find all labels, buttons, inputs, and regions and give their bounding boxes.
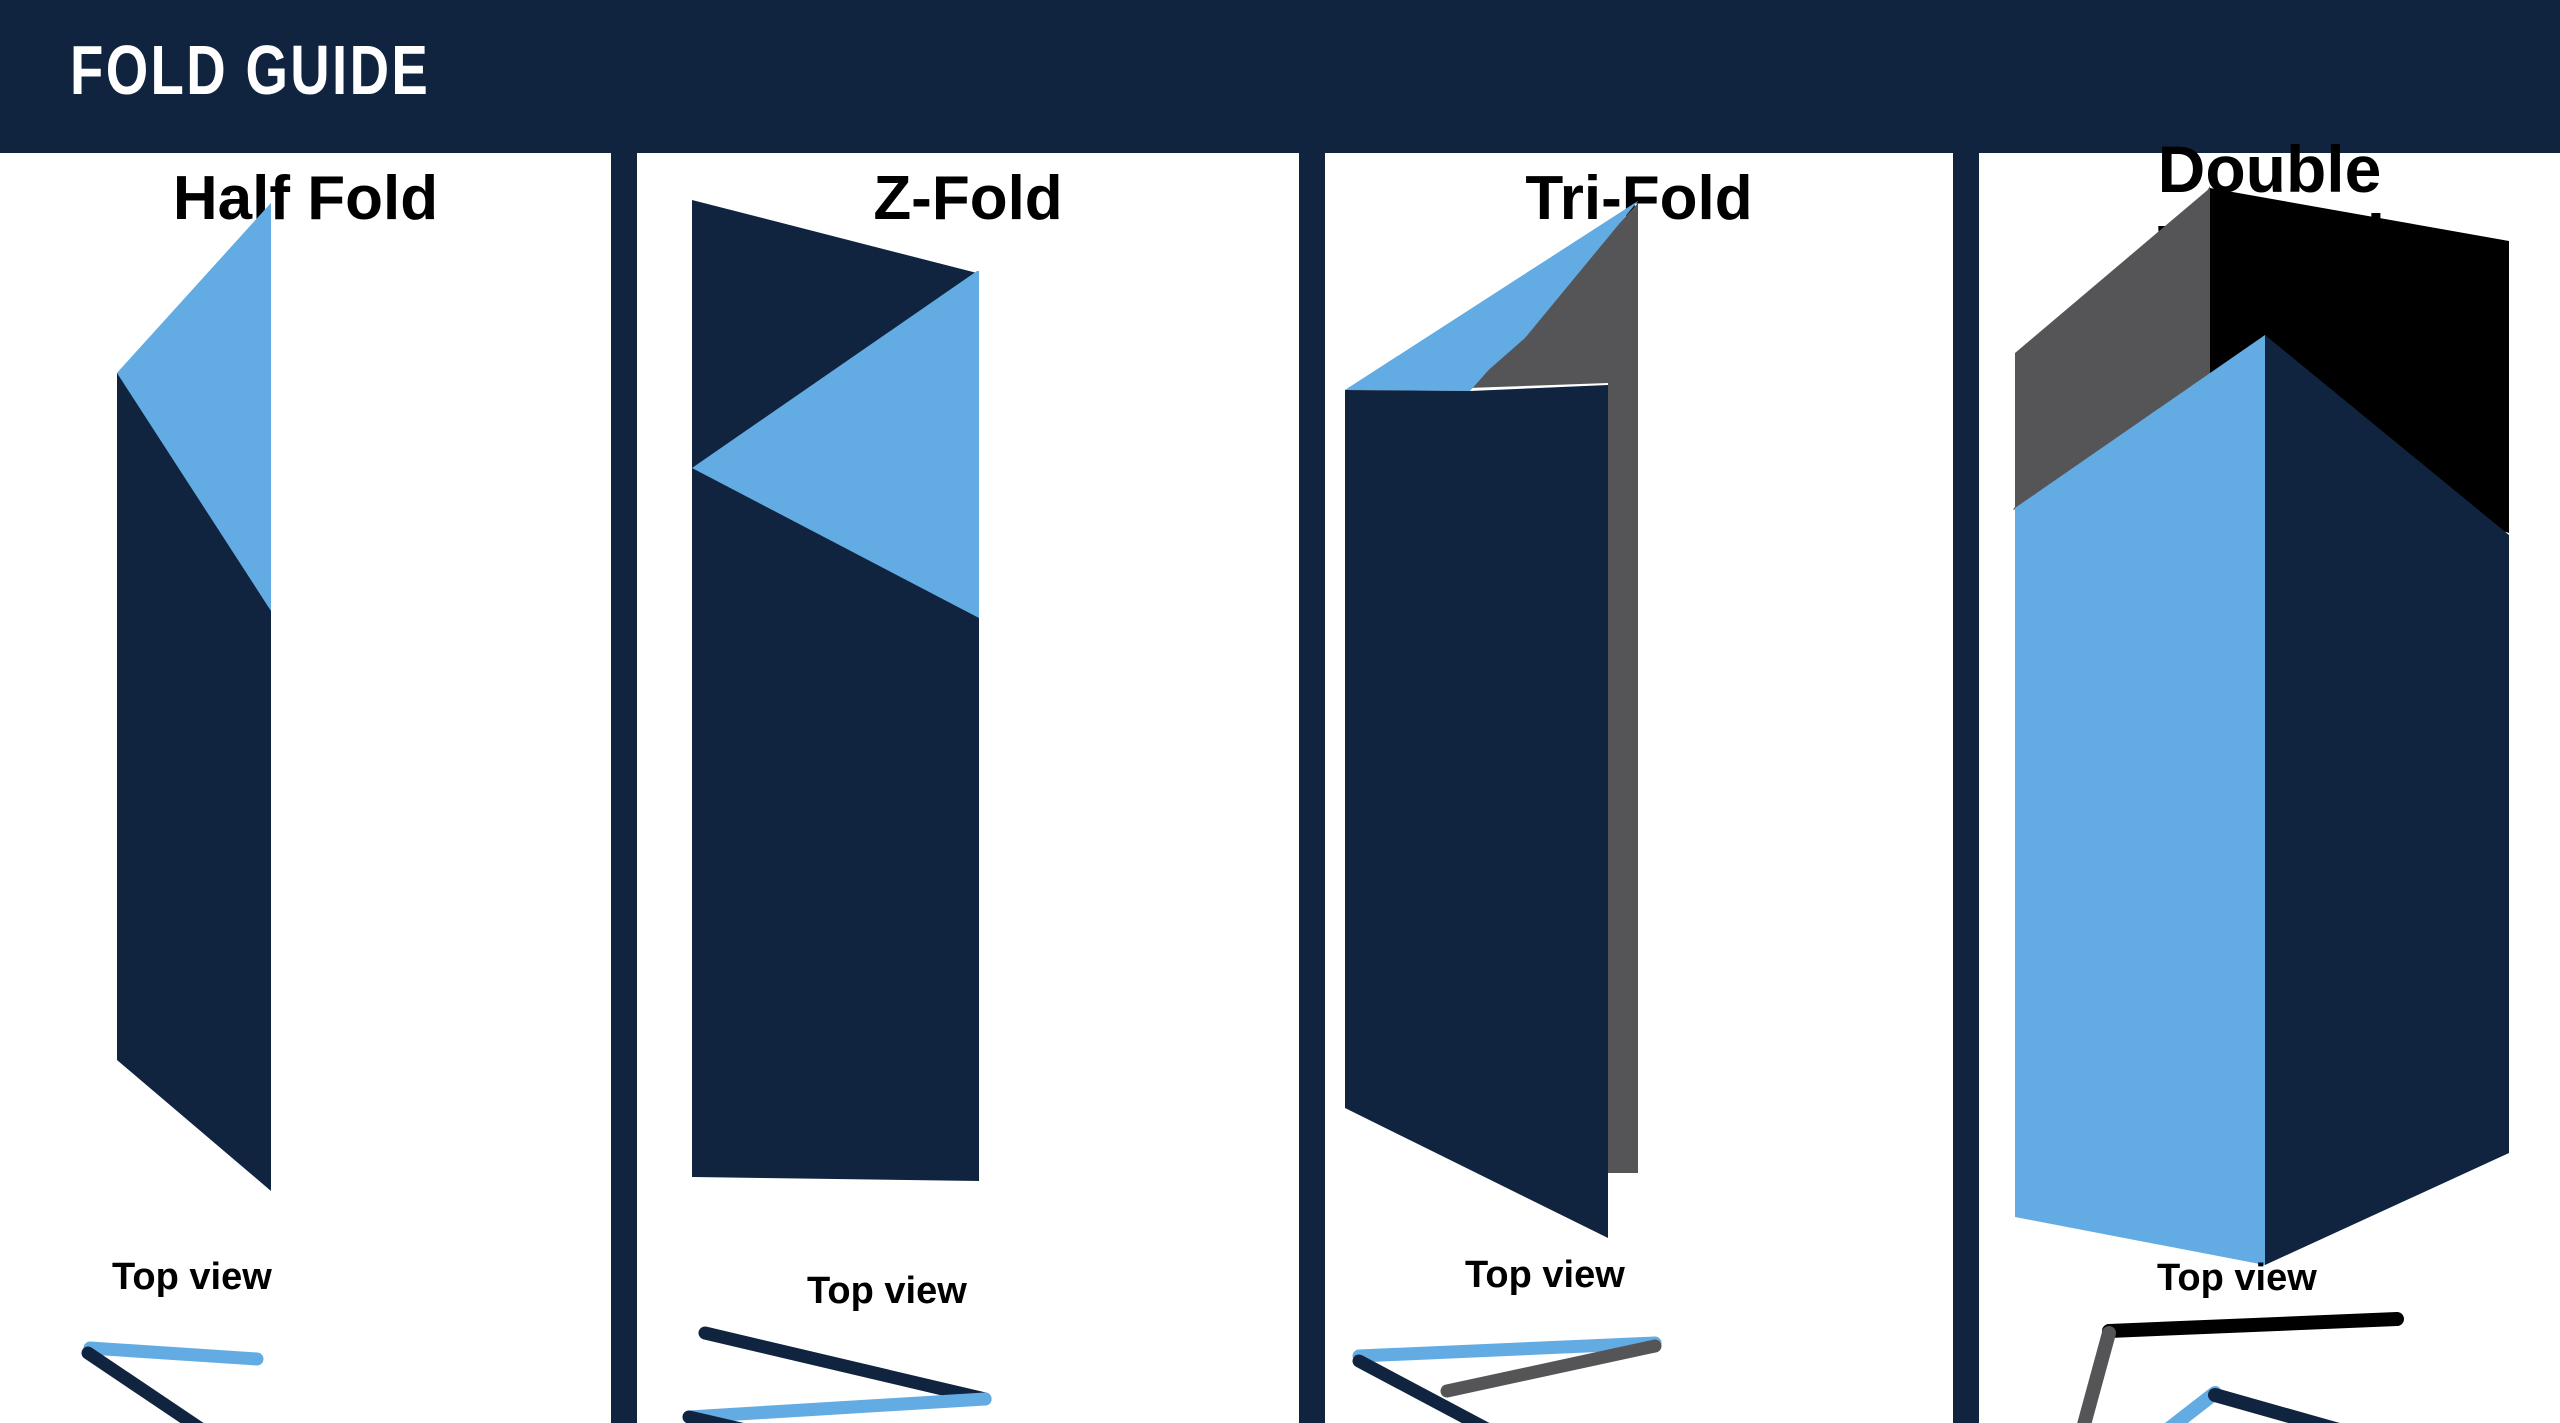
half-fold-topview-line-navy (81, 1346, 204, 1423)
panel-tri-fold: Tri-Fold Top view (1325, 153, 1953, 1423)
column-divider (1953, 153, 1979, 1423)
z-fold-topview-line-blue (682, 1392, 992, 1423)
tri-fold-surface-front (1345, 385, 1608, 1238)
z-fold-topview-line-navy-1 (698, 1326, 992, 1406)
tri-fold-topview-line-blue (1352, 1336, 1662, 1363)
page-title: FOLD GUIDE (70, 31, 431, 109)
half-fold-back-panel (117, 203, 271, 613)
double-parallel-topview-line-black (2102, 1312, 2404, 1338)
panel-double-parallel: Double parallel Top view (1979, 135, 2560, 1423)
column-divider (1299, 153, 1325, 1423)
double-parallel-topview-line-navy (2208, 1388, 2340, 1423)
topview-label-double-parallel: Top view (2157, 1257, 2317, 1299)
tri-fold-topview-line-navy (1352, 1354, 1490, 1423)
tri-fold-surface-right-body (1468, 203, 1638, 653)
z-fold-surface-back (692, 200, 977, 475)
panel-title-line-1: Double (2157, 132, 2382, 206)
tri-fold-surface-back-wedge (1345, 201, 1638, 391)
z-fold-surface-front (692, 468, 979, 1181)
z-fold-surface-middle-right (977, 271, 979, 621)
panel-half-fold: Half Fold Top view (0, 153, 611, 1423)
topview-label-half-fold: Top view (112, 1256, 272, 1298)
panel-title-z-fold: Z-Fold (873, 164, 1063, 233)
half-fold-topview-line-blue (83, 1341, 264, 1366)
double-parallel-surface-navy (2265, 335, 2509, 1265)
tri-fold-diagram (1345, 201, 1662, 1423)
tri-fold-surface-right-lower (1608, 201, 1638, 1173)
double-parallel-topview-line-blue (2164, 1386, 2222, 1423)
double-parallel-diagram (2013, 186, 2509, 1423)
topview-label-z-fold: Top view (807, 1270, 967, 1312)
half-fold-diagram (81, 203, 271, 1423)
topview-label-tri-fold: Top view (1465, 1254, 1625, 1296)
column-divider (611, 153, 637, 1423)
panel-title-tri-fold: Tri-Fold (1525, 164, 1753, 233)
panel-title-half-fold: Half Fold (172, 164, 439, 233)
header-bar: FOLD GUIDE (0, 0, 2560, 153)
z-fold-surface-middle (692, 271, 977, 621)
panel-z-fold: Z-Fold Top view (637, 153, 1299, 1423)
tri-fold-topview-line-gray (1440, 1339, 1662, 1398)
double-parallel-topview-line-gray (2077, 1326, 2116, 1423)
z-fold-diagram (682, 200, 992, 1423)
half-fold-front-panel (117, 373, 271, 1191)
double-parallel-surface-blue (2015, 335, 2265, 1265)
